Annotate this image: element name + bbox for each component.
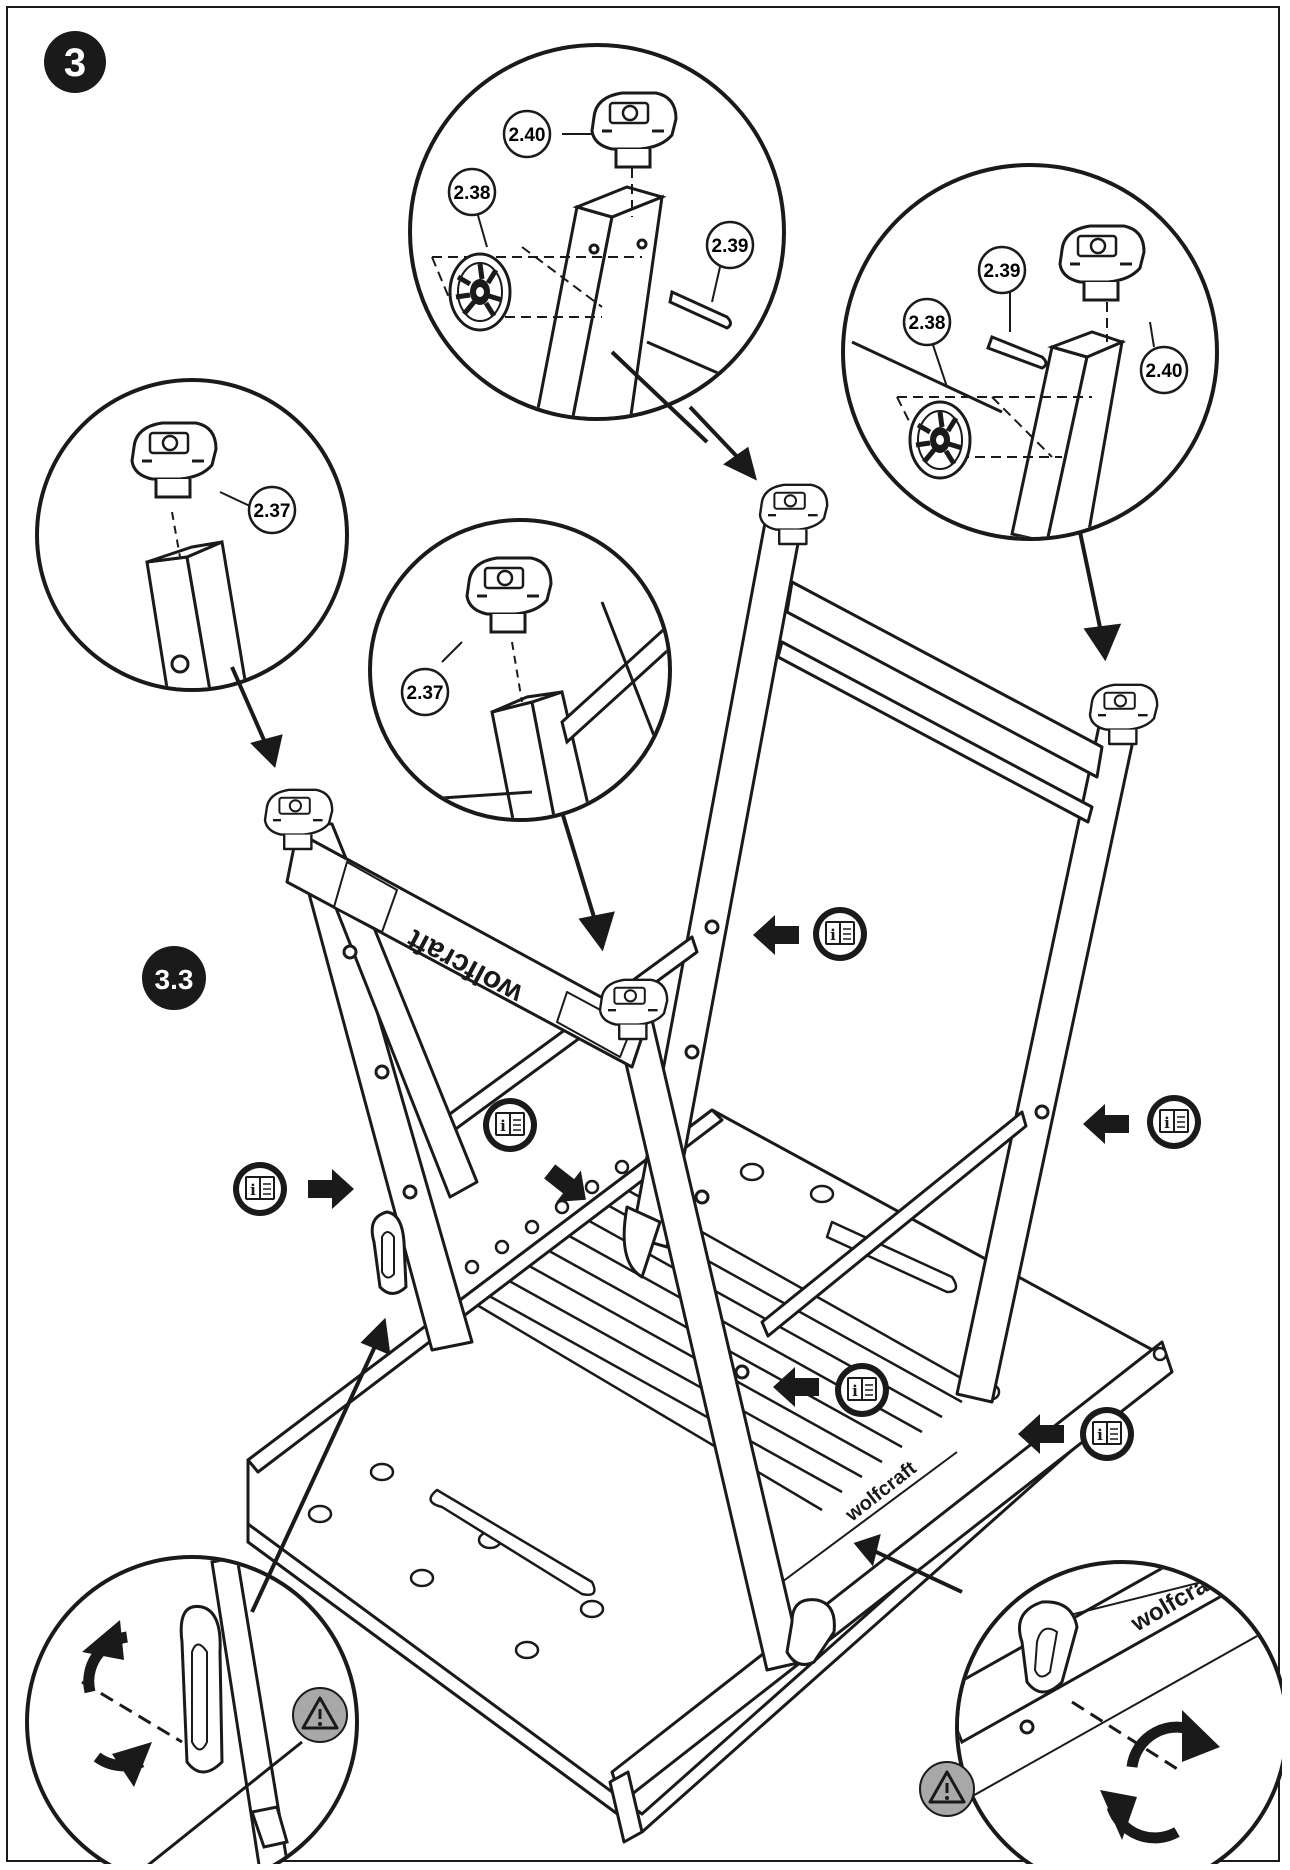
wheel-part-238-top xyxy=(450,254,510,330)
front-clamp-handle xyxy=(785,1598,836,1666)
detail-left: 2.37 xyxy=(35,378,349,692)
manual-callout-3 xyxy=(482,1097,599,1216)
arrow-icon xyxy=(308,1169,354,1209)
step-number: 3 xyxy=(64,41,86,85)
workbench-frame: wolfcraft wolfcraft xyxy=(246,483,1174,1844)
detail-bottom-right: wolfcraft xyxy=(918,1560,1282,1864)
arrow-icon xyxy=(753,915,799,955)
callout-240-right: 2.40 xyxy=(1146,361,1183,382)
diagonal-brace-right xyxy=(760,1110,1028,1338)
sub-step-number: 3.3 xyxy=(155,964,194,995)
callout-237-left: 2.37 xyxy=(254,501,291,522)
warning-icon-right xyxy=(918,1760,976,1818)
manual-callout-2 xyxy=(1083,1094,1202,1150)
connector-arrows xyxy=(230,405,1122,1613)
wheel-part-238-right xyxy=(910,402,970,478)
detail-middle: 2.37 xyxy=(368,518,672,822)
read-manual-icon xyxy=(834,1362,890,1418)
callout-239-right: 2.39 xyxy=(984,261,1021,282)
arrow-icon xyxy=(1083,1104,1129,1144)
rear-crossbar xyxy=(785,580,1104,779)
sub-step-badge: 3.3 xyxy=(142,946,206,1010)
detail-bottom-left xyxy=(25,1555,359,1864)
read-manual-icon xyxy=(1146,1094,1202,1150)
manual-callout-1 xyxy=(753,906,868,962)
base-holes xyxy=(307,1162,958,1660)
read-manual-icon xyxy=(812,906,868,962)
callout-239-top: 2.39 xyxy=(712,236,749,257)
manual-callout-4 xyxy=(232,1161,354,1217)
detail-top-center: 2.40 2.38 2.39 xyxy=(408,43,786,444)
assembly-diagram: i 3 xyxy=(25,31,1282,1864)
read-manual-icon xyxy=(482,1097,538,1153)
callout-237-mid: 2.37 xyxy=(407,683,444,704)
warning-icon-left xyxy=(291,1686,349,1744)
callout-238-right: 2.38 xyxy=(909,313,946,334)
step-badge: 3 xyxy=(44,31,106,93)
read-manual-icon xyxy=(1079,1406,1135,1462)
callout-240-top: 2.40 xyxy=(509,125,546,146)
callout-238-top: 2.38 xyxy=(454,183,491,204)
instruction-frame: i 3 xyxy=(6,6,1282,1864)
read-manual-icon xyxy=(232,1161,288,1217)
detail-right: 2.39 2.38 2.40 xyxy=(841,163,1219,541)
